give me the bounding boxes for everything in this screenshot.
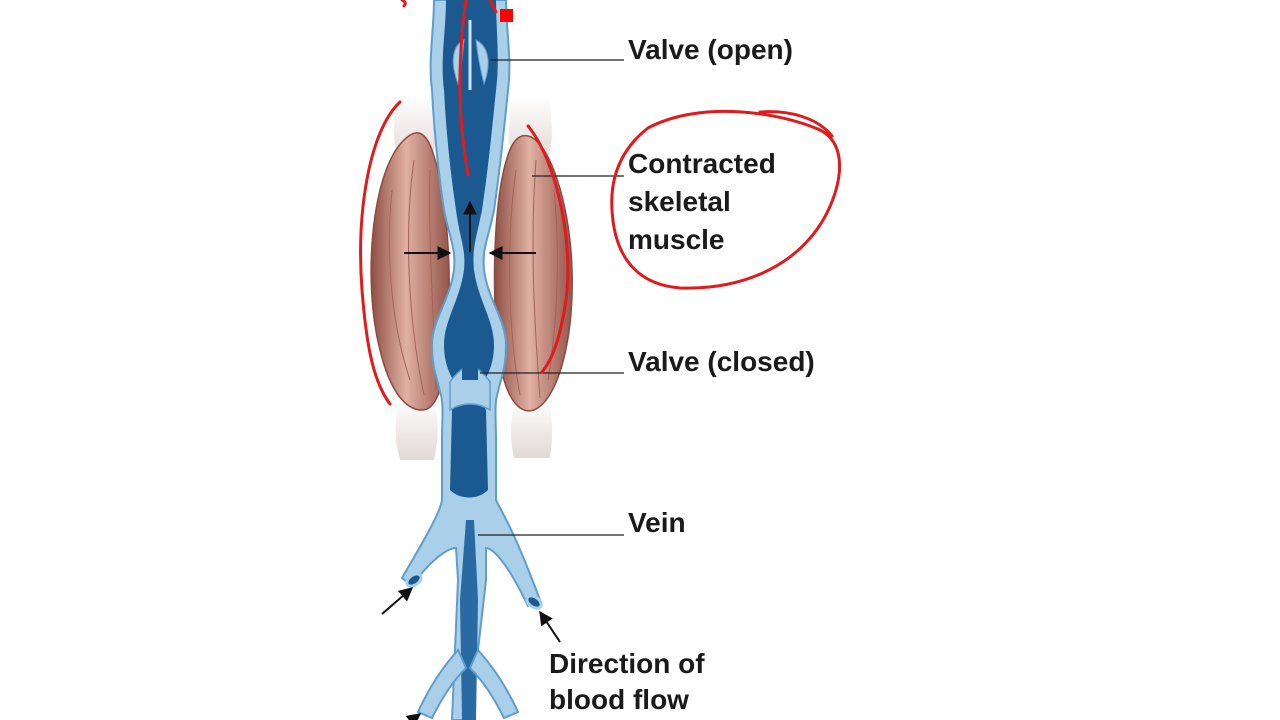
annotation-circle [610,109,842,290]
branch-opening-left [405,572,423,588]
lower-branch-right [468,648,520,720]
flow-arrow-right-branch [539,610,561,643]
label-valve-open: Valve (open) [628,34,793,65]
label-vein: Vein [628,507,686,538]
annotation-left-muscle-outline [359,100,402,406]
flow-arrows [381,200,561,720]
leader-lines [478,59,624,536]
label-direction-of-blood-flow: Direction of blood flow [549,648,705,715]
annotation-right-muscle-outline [526,124,570,374]
lower-branch-left [416,648,468,720]
annotation-top-mark-right [488,0,498,14]
label-contracted-skeletal-muscle: Contracted skeletal muscle [628,148,776,255]
label-valve-closed: Valve (closed) [628,346,815,377]
flow-arrow-bottom [405,713,422,720]
annotation-top-mark-left [400,0,407,8]
annotation-vein-line [458,0,470,177]
annotation-cursor-marker [500,9,513,22]
branch-opening-right [525,594,543,610]
right-skeletal-muscle [493,95,573,458]
red-annotations [359,0,842,406]
left-skeletal-muscle [370,95,450,460]
flow-arrow-left-branch [381,587,414,615]
